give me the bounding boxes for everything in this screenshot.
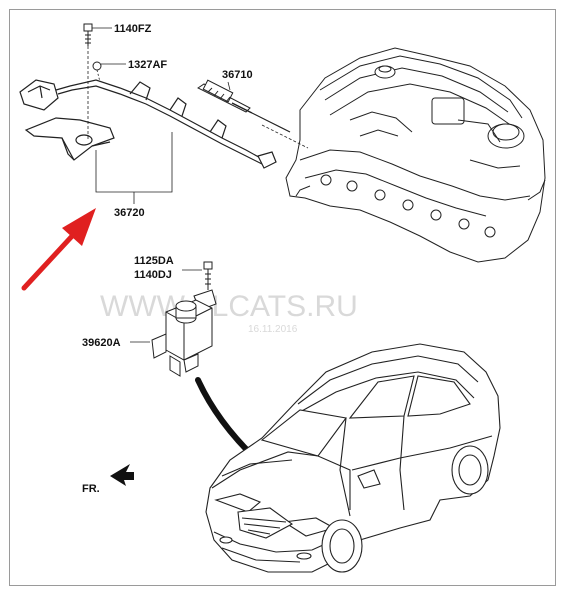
label-leaders <box>92 27 231 343</box>
glow-relay-module <box>151 261 217 377</box>
clip-1327af <box>92 61 102 83</box>
label-36720[interactable]: 36720 <box>114 207 145 219</box>
label-39620a[interactable]: 39620A <box>82 337 121 349</box>
red-pointer-arrow <box>21 208 96 291</box>
front-indicator: FR. <box>82 483 100 495</box>
label-1140fz[interactable]: 1140FZ <box>114 23 152 35</box>
bolt-1140fz <box>83 23 93 140</box>
glow-plug-leader <box>261 124 309 149</box>
watermark-site: WWW.ELCATS.RU <box>100 290 358 323</box>
front-direction-arrow <box>110 464 134 486</box>
vehicle-suv <box>205 343 501 573</box>
engine-block <box>285 47 546 263</box>
label-1125da[interactable]: 1125DA <box>134 255 174 267</box>
label-1140dj[interactable]: 1140DJ <box>134 269 172 281</box>
watermark-date: 16.11.2016 <box>248 324 298 335</box>
wiring-harness <box>19 79 277 169</box>
label-36710[interactable]: 36710 <box>222 69 253 81</box>
glow-plug <box>197 79 291 133</box>
label-1327af[interactable]: 1327AF <box>128 59 167 71</box>
